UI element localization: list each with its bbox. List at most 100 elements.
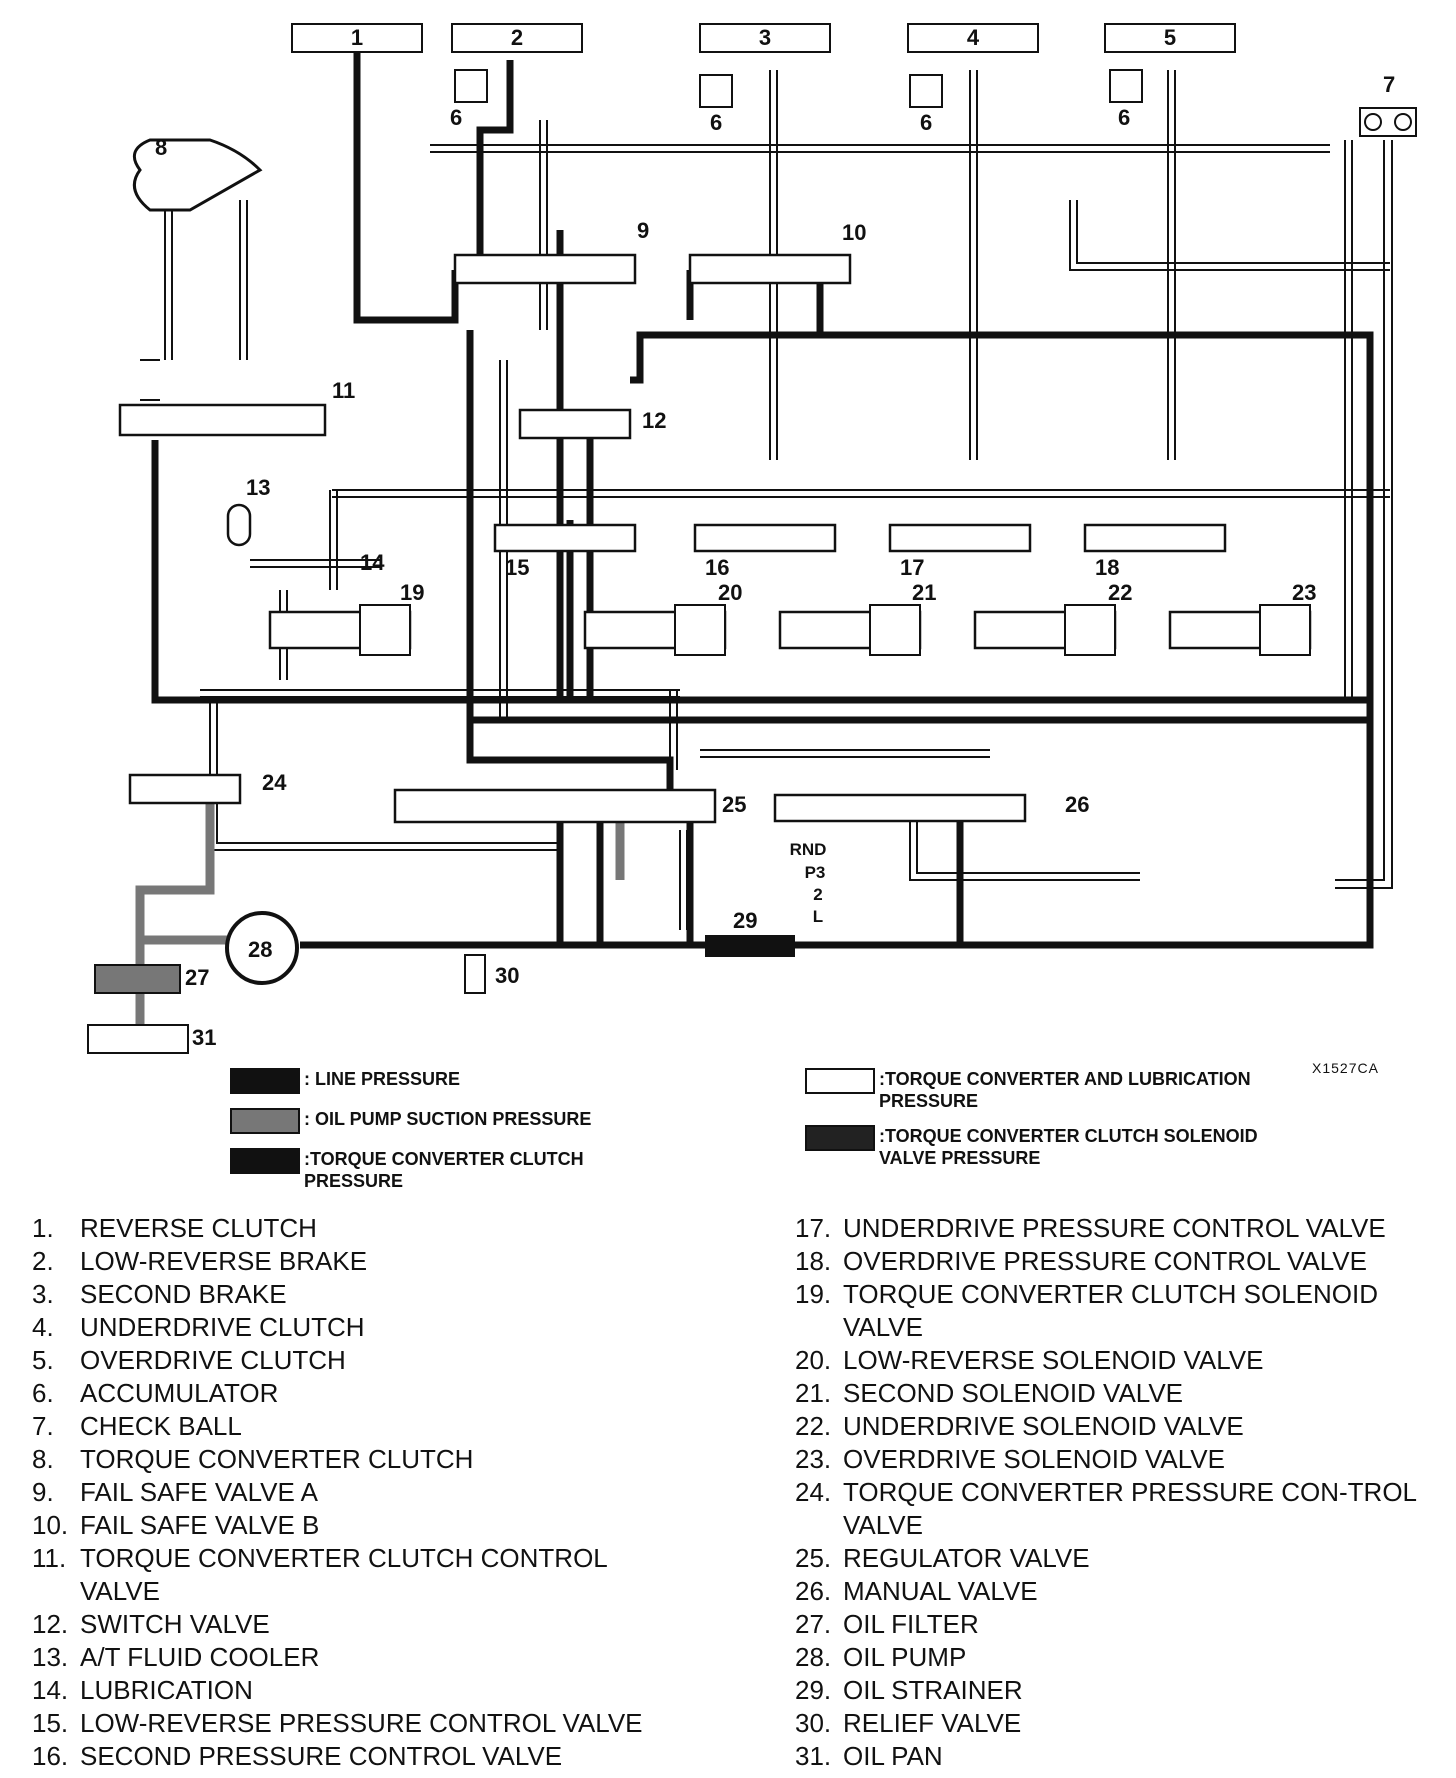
swatch-tcc-solenoid-pressure	[805, 1125, 875, 1151]
part-item: 3.SECOND BRAKE	[32, 1278, 692, 1311]
solenoid-coils	[359, 604, 1311, 656]
part-number: 15.	[32, 1708, 69, 1738]
part-item: 10.FAIL SAFE VALVE B	[32, 1509, 692, 1542]
part-number: 4.	[32, 1312, 54, 1342]
part-number: 31.	[795, 1741, 832, 1771]
callout-23: 23	[1292, 580, 1316, 605]
part-item: 18.OVERDRIVE PRESSURE CONTROL VALVE	[795, 1245, 1445, 1278]
part-number: 11.	[32, 1543, 67, 1573]
part-number: 29.	[795, 1675, 832, 1705]
accumulators	[454, 69, 1143, 108]
legend-suction-pressure: : OIL PUMP SUCTION PRESSURE	[230, 1108, 591, 1134]
legend-tcc-pressure: :TORQUE CONVERTER CLUTCH PRESSURE	[230, 1148, 584, 1192]
callout-25: 25	[722, 792, 746, 817]
part-item: 9.FAIL SAFE VALVE A	[32, 1476, 692, 1509]
pressure-control-valve-15	[493, 523, 637, 553]
part-number: 25.	[795, 1543, 832, 1573]
part-name: LOW-REVERSE SOLENOID VALVE	[843, 1345, 1264, 1375]
top-component-boxes	[291, 23, 1236, 53]
oil-pan	[87, 1024, 189, 1054]
box-label-2: 2	[511, 25, 523, 50]
switch-valve	[518, 408, 632, 440]
callout-8: 8	[155, 135, 167, 160]
part-name: OIL PUMP	[843, 1642, 967, 1672]
box-second-brake	[699, 23, 831, 53]
part-name: TORQUE CONVERTER CLUTCH	[80, 1444, 474, 1474]
selector-l: L	[813, 907, 823, 926]
part-name: ACCUMULATOR	[80, 1378, 279, 1408]
selector-p3: P3	[805, 863, 826, 882]
part-name: OIL FILTER	[843, 1609, 979, 1639]
part-name: UNDERDRIVE CLUTCH	[80, 1312, 365, 1342]
part-name: LOW-REVERSE PRESSURE CONTROL VALVE	[80, 1708, 643, 1738]
pressure-control-valve-17	[888, 523, 1032, 553]
pressure-control-valve-16	[693, 523, 837, 553]
part-name: OIL STRAINER	[843, 1675, 1023, 1705]
part-name: A/T FLUID COOLER	[80, 1642, 320, 1672]
part-number: 16.	[32, 1741, 69, 1771]
torque-converter-clutch-control-valve	[118, 403, 327, 437]
part-number: 7.	[32, 1411, 54, 1441]
box-label-4: 4	[967, 25, 980, 50]
legend-tcc-pressure-label: :TORQUE CONVERTER CLUTCH PRESSURE	[304, 1149, 584, 1191]
check-ball-7	[1359, 107, 1417, 137]
part-name: SECOND PRESSURE CONTROL VALVE	[80, 1741, 563, 1771]
part-number: 24.	[795, 1477, 832, 1507]
part-number: 6.	[32, 1378, 54, 1408]
part-item: 20. LOW-REVERSE SOLENOID VALVE	[795, 1344, 1445, 1377]
torque-converter-clutch	[132, 138, 263, 212]
part-number: 5.	[32, 1345, 54, 1375]
part-number: 30.	[795, 1708, 832, 1738]
callout-26: 26	[1065, 792, 1089, 817]
part-name: UNDERDRIVE SOLENOID VALVE	[843, 1411, 1244, 1441]
legend-lubrication-pressure: :TORQUE CONVERTER AND LUBRICATION PRESSU…	[805, 1068, 1251, 1112]
part-item: 8. TORQUE CONVERTER CLUTCH	[32, 1443, 692, 1476]
oil-strainer	[705, 935, 795, 957]
part-item: 14.LUBRICATION	[32, 1674, 692, 1707]
callout-27: 27	[185, 965, 209, 990]
callout-6d: 6	[1118, 105, 1130, 130]
part-item: 5.OVERDRIVE CLUTCH	[32, 1344, 692, 1377]
part-name: TORQUE CONVERTER PRESSURE CON-TROL VALVE	[843, 1477, 1417, 1540]
part-item: 29. OIL STRAINER	[795, 1674, 1445, 1707]
hydraulic-circuit-diagram: 1 2 3 4 5	[87, 23, 1417, 1054]
fluid-cooler	[226, 503, 252, 547]
pressure-control-valve-18	[1083, 523, 1227, 553]
callout-10: 10	[842, 220, 866, 245]
part-number: 28.	[795, 1642, 832, 1672]
part-number: 1.	[32, 1213, 54, 1243]
callout-22: 22	[1108, 580, 1132, 605]
part-name: SECOND SOLENOID VALVE	[843, 1378, 1184, 1408]
callout-18: 18	[1095, 555, 1119, 580]
box-underdrive-clutch	[907, 23, 1039, 53]
part-name: CHECK BALL	[80, 1411, 242, 1441]
legend-suction-pressure-label: : OIL PUMP SUCTION PRESSURE	[304, 1109, 592, 1129]
part-number: 8.	[32, 1444, 54, 1474]
part-number: 19.	[795, 1279, 832, 1309]
legend-tcc-solenoid-pressure: :TORQUE CONVERTER CLUTCH SOLENOID VALVE …	[805, 1125, 1258, 1169]
box-label-1: 1	[351, 25, 363, 50]
part-name: OVERDRIVE PRESSURE CONTROL VALVE	[843, 1246, 1367, 1276]
callout-19: 19	[400, 580, 424, 605]
callout-15: 15	[505, 555, 529, 580]
regulator-valve	[393, 788, 717, 824]
valve-bodies	[118, 253, 1312, 824]
selector-2: 2	[813, 885, 822, 904]
part-item: 12.SWITCH VALVE	[32, 1608, 692, 1641]
figure-id: X1527CA	[1312, 1060, 1379, 1076]
part-name: REVERSE CLUTCH	[80, 1213, 317, 1243]
callout-11: 11	[332, 378, 355, 403]
part-item: 24. TORQUE CONVERTER PRESSURE CON-TROL VA…	[795, 1476, 1445, 1542]
part-name: FAIL SAFE VALVE A	[80, 1477, 318, 1507]
lubrication-pressure-lines	[140, 70, 1393, 930]
part-number: 20.	[795, 1345, 832, 1375]
callout-21: 21	[912, 580, 936, 605]
callout-16: 16	[705, 555, 729, 580]
part-item: 21.SECOND SOLENOID VALVE	[795, 1377, 1445, 1410]
callout-12: 12	[642, 408, 666, 433]
part-item: 11.TORQUE CONVERTER CLUTCH CONTROL VALVE	[32, 1542, 692, 1608]
callout-30: 30	[495, 963, 519, 988]
part-item: 6. ACCUMULATOR	[32, 1377, 692, 1410]
box-overdrive-clutch	[1104, 23, 1236, 53]
